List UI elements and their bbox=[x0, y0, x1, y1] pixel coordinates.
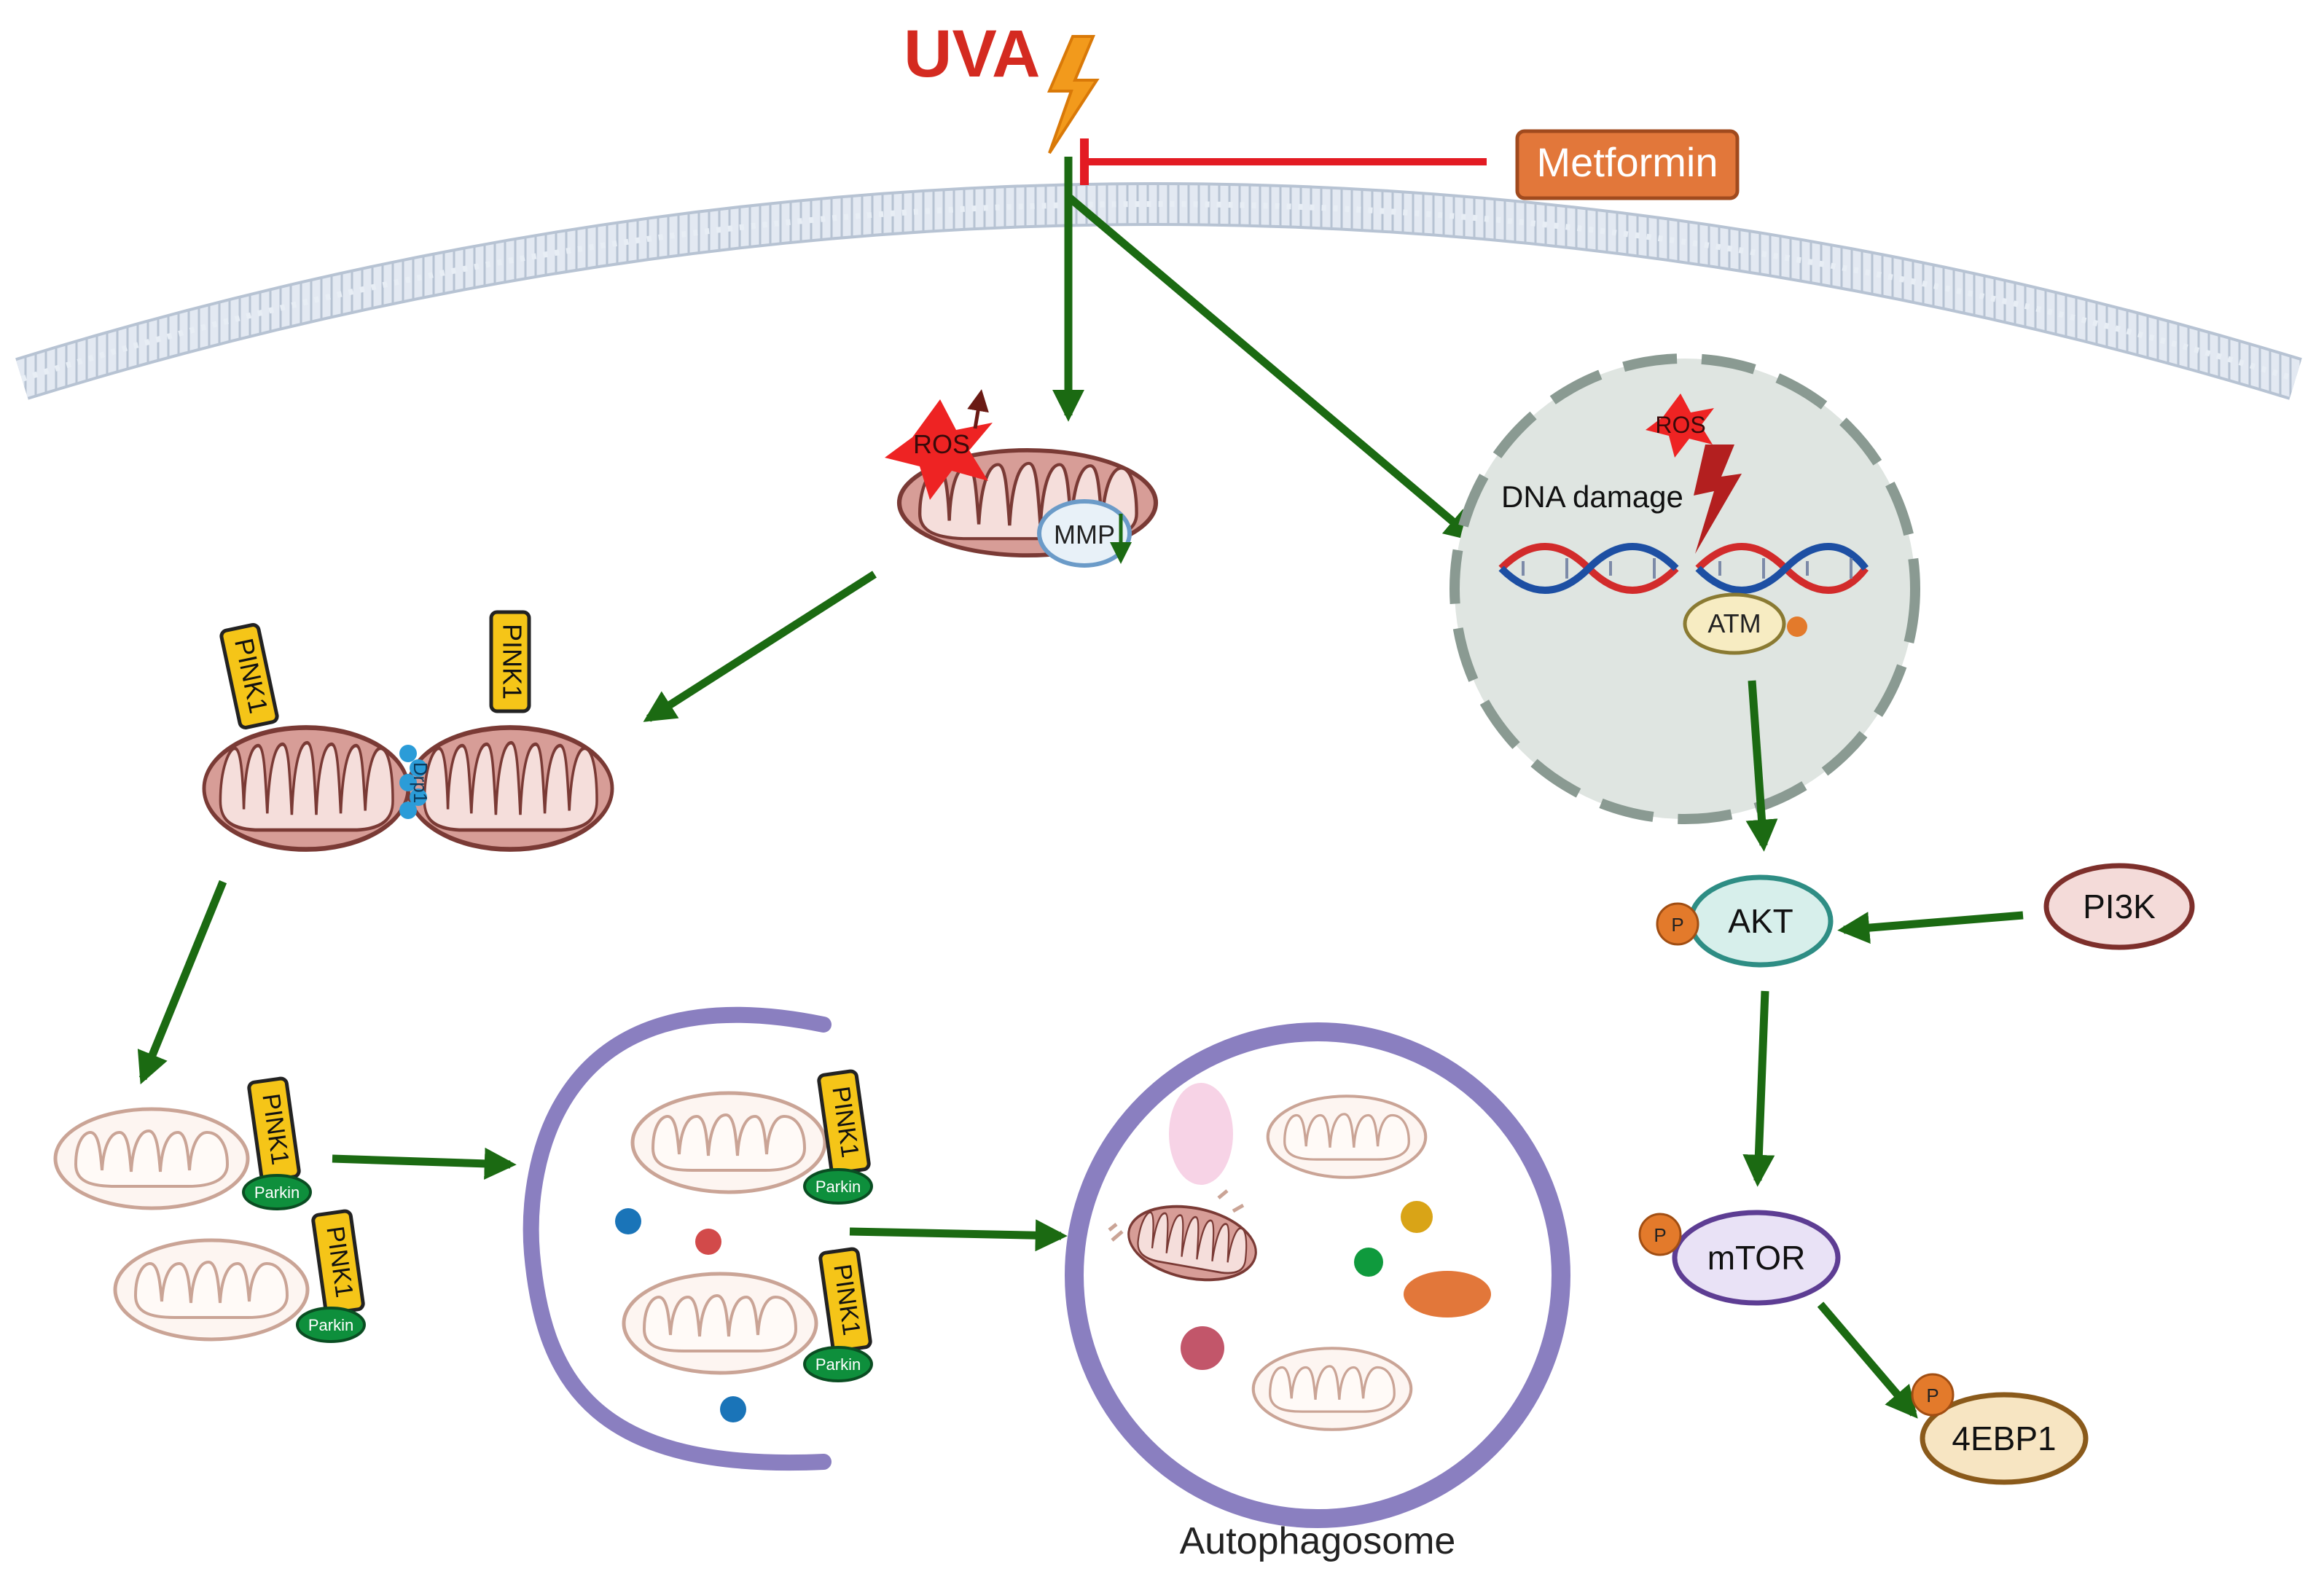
tagged-mitochondrion: PINK1 Parkin bbox=[55, 1078, 312, 1210]
pink1-label: PINK1 bbox=[497, 624, 527, 700]
mtor-label: mTOR bbox=[1707, 1239, 1806, 1277]
nucleus-ros-star: ROS bbox=[1646, 394, 1714, 458]
pink1-tag-left: PINK1 bbox=[220, 624, 278, 729]
metformin-box: Metformin bbox=[1515, 129, 1740, 200]
arrow-mito-to-fission bbox=[643, 571, 877, 722]
drp1-ring: Drp1 bbox=[399, 745, 431, 819]
uva-arrows bbox=[1052, 157, 1477, 542]
arrow-to-autophagosome bbox=[849, 1219, 1068, 1252]
metformin-label: Metformin bbox=[1537, 139, 1718, 185]
arrow-pi3k-to-akt bbox=[1837, 911, 2024, 944]
pink1-tag-right: PINK1 bbox=[491, 612, 529, 711]
pi3k-label: PI3K bbox=[2083, 888, 2156, 925]
arrow-mtor-to-4ebp1 bbox=[1817, 1301, 1918, 1419]
dna-helix bbox=[1498, 543, 1869, 594]
cell-membrane bbox=[15, 182, 2302, 400]
parkin-label: Parkin bbox=[815, 1355, 861, 1374]
mtor-node: mTOR P bbox=[1638, 1210, 1841, 1306]
engulfed-mitochondrion: PINK1 Parkin bbox=[624, 1248, 873, 1382]
mmp-badge: MMP bbox=[1037, 499, 1132, 568]
drp1-label: Drp1 bbox=[410, 762, 431, 803]
autophagosome-label: Autophagosome bbox=[1180, 1520, 1456, 1562]
nucleus bbox=[1449, 353, 1920, 824]
mmp-label: MMP bbox=[1054, 520, 1115, 549]
phospho-label: P bbox=[1654, 1224, 1666, 1246]
parkin-label: Parkin bbox=[254, 1183, 300, 1202]
autophagosome bbox=[1065, 1022, 1570, 1528]
akt-node: AKT P bbox=[1656, 874, 1834, 968]
arrow-atm-to-akt bbox=[1745, 680, 1778, 852]
damage-bolt-icon bbox=[1694, 445, 1742, 554]
ros-label: ROS bbox=[913, 429, 970, 459]
lightning-bolt-icon bbox=[1046, 35, 1100, 154]
akt-label: AKT bbox=[1728, 902, 1793, 940]
arrow-akt-to-mtor bbox=[1742, 990, 1775, 1187]
phospho-label: P bbox=[1671, 914, 1683, 936]
parkin-label: Parkin bbox=[815, 1178, 861, 1196]
ros-star: ROS bbox=[885, 389, 993, 500]
inhibition-line bbox=[1080, 138, 1487, 185]
arrow-to-phagophore bbox=[332, 1147, 517, 1180]
pi3k-node: PI3K bbox=[2043, 863, 2195, 950]
phospho-label: P bbox=[1926, 1385, 1938, 1406]
dna-damage-label: DNA damage bbox=[1501, 479, 1683, 514]
parkin-label: Parkin bbox=[308, 1316, 353, 1334]
arrow-fission-to-tagged bbox=[137, 880, 227, 1085]
phagophore bbox=[523, 1006, 832, 1471]
nucleus-ros-label: ROS bbox=[1655, 412, 1705, 438]
atm-node: ATM bbox=[1683, 592, 1807, 655]
cargo-dots bbox=[615, 1208, 746, 1422]
uva-label: UVA bbox=[904, 17, 1040, 91]
4ebp1-node: 4EBP1 P bbox=[1911, 1373, 2089, 1485]
engulfed-mitochondrion: PINK1 Parkin bbox=[633, 1070, 873, 1205]
4ebp1-label: 4EBP1 bbox=[1952, 1420, 2056, 1457]
tagged-mitochondrion: PINK1 Parkin bbox=[115, 1210, 366, 1343]
atm-label: ATM bbox=[1707, 608, 1761, 638]
